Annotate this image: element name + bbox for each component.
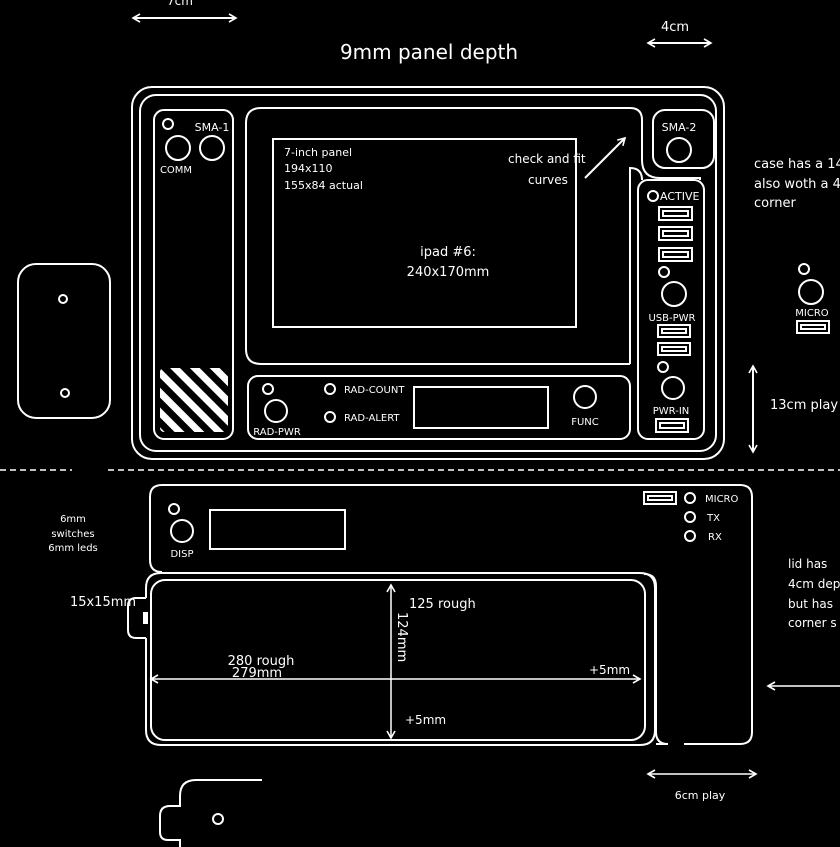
sma2-box <box>652 109 715 169</box>
lid-note-2: 4cm dep <box>788 577 840 591</box>
func-label: FUNC <box>571 417 599 428</box>
func-switch <box>573 385 597 409</box>
ipad-label-1: ipad #6: <box>420 245 476 260</box>
play-label-13cm: 13cm play <box>770 398 838 413</box>
active-led <box>647 190 659 202</box>
tray-outer <box>145 572 656 746</box>
play-label-6cm: 6cm play <box>675 789 726 802</box>
check-arrow <box>584 136 627 179</box>
switch-note-1: 6mm <box>60 514 86 525</box>
mount-hole <box>58 294 68 304</box>
hatched-vent <box>160 368 228 432</box>
rx-led <box>684 530 696 542</box>
usb-port-group <box>657 324 691 356</box>
tab-marker <box>143 612 148 624</box>
tray-inner <box>150 579 646 741</box>
tx-led <box>684 511 696 523</box>
disp-label: DISP <box>170 549 193 560</box>
usb-port-group <box>658 206 693 262</box>
plus-right-label: +5mm <box>589 663 630 677</box>
width-mm-label: 279mm <box>232 666 282 681</box>
pwr-in-label: PWR-IN <box>653 406 690 417</box>
plus-bottom-label: +5mm <box>405 713 446 727</box>
lid-outline <box>149 484 753 745</box>
led-icon <box>657 361 669 373</box>
led-icon <box>658 266 670 278</box>
sma2-connector <box>666 137 692 163</box>
tray-tab <box>127 597 146 639</box>
mount-hole <box>212 813 224 825</box>
sma1-connector <box>199 135 225 161</box>
case-note-2: also woth a 4 <box>754 177 840 192</box>
rad-count-led <box>324 383 336 395</box>
led-icon <box>798 263 810 275</box>
led-icon <box>168 503 180 515</box>
panel-outline <box>272 138 577 328</box>
usb-pwr-label: USB-PWR <box>648 313 695 324</box>
panel-spec-1: 7-inch panel <box>284 146 352 159</box>
dim-label-4cm: 4cm <box>661 20 689 35</box>
tx-label: TX <box>706 513 720 524</box>
sma2-label: SMA-2 <box>662 121 697 134</box>
comm-connector <box>165 135 191 161</box>
switch-note-3: 6mm leds <box>48 543 98 554</box>
lid-micro-port <box>643 491 677 505</box>
height-mm-label: 124mm <box>394 612 409 662</box>
case-note-3: corner <box>754 196 796 211</box>
lid-note-3: but has <box>788 597 833 611</box>
lid-note-4: corner s <box>788 616 837 630</box>
dim-label-7cm: 7cm <box>167 0 193 8</box>
width-rough-label: 280 rough <box>228 654 295 669</box>
usb-pwr-switch <box>661 281 687 307</box>
comm-label: COMM <box>160 165 192 176</box>
mount-hole <box>60 388 70 398</box>
left-column <box>153 109 234 440</box>
active-label: ACTIVE <box>660 190 700 203</box>
case-outer <box>131 86 725 460</box>
check-note-2: curves <box>528 173 568 187</box>
panel-spec-2: 194x110 <box>284 162 333 175</box>
height-rough-label: 125 rough <box>409 597 476 612</box>
lid-micro-label: MICRO <box>705 494 739 505</box>
side-bracket <box>17 263 111 419</box>
pwr-in-port <box>655 418 689 433</box>
screen-bay <box>245 107 701 365</box>
micro-port <box>796 320 830 334</box>
led-icon <box>262 383 274 395</box>
right-column <box>637 179 705 440</box>
micro-label: MICRO <box>795 308 829 319</box>
rad-alert-led <box>324 411 336 423</box>
ipad-label-2: 240x170mm <box>407 265 490 280</box>
sma1-label: SMA-1 <box>195 121 230 134</box>
led-icon <box>162 118 174 130</box>
micro-switch <box>798 279 824 305</box>
lid-display <box>209 509 346 550</box>
partial-bracket <box>159 779 262 847</box>
tab-size-label: 15x15mm <box>70 595 136 610</box>
micro-led <box>684 492 696 504</box>
diagram-title: 9mm panel depth <box>340 40 518 64</box>
pwr-in-switch <box>661 376 685 400</box>
rad-pwr-switch <box>264 399 288 423</box>
small-display <box>413 386 549 429</box>
rad-pwr-label: RAD-PWR <box>253 427 301 438</box>
lid-note-1: lid has <box>788 557 827 571</box>
case-note-1: case has a 14 <box>754 157 840 172</box>
case-inner <box>139 94 717 452</box>
switch-note-2: switches <box>51 529 94 540</box>
panel-spec-3: 155x84 actual <box>284 179 363 192</box>
rad-count-label: RAD-COUNT <box>344 385 405 396</box>
lid-top-panel-edge <box>149 559 163 573</box>
rad-alert-label: RAD-ALERT <box>344 413 400 424</box>
check-note-1: check and fit <box>508 152 586 166</box>
disp-switch <box>170 519 194 543</box>
bottom-control-strip <box>247 375 631 440</box>
rx-label: RX <box>708 532 722 543</box>
